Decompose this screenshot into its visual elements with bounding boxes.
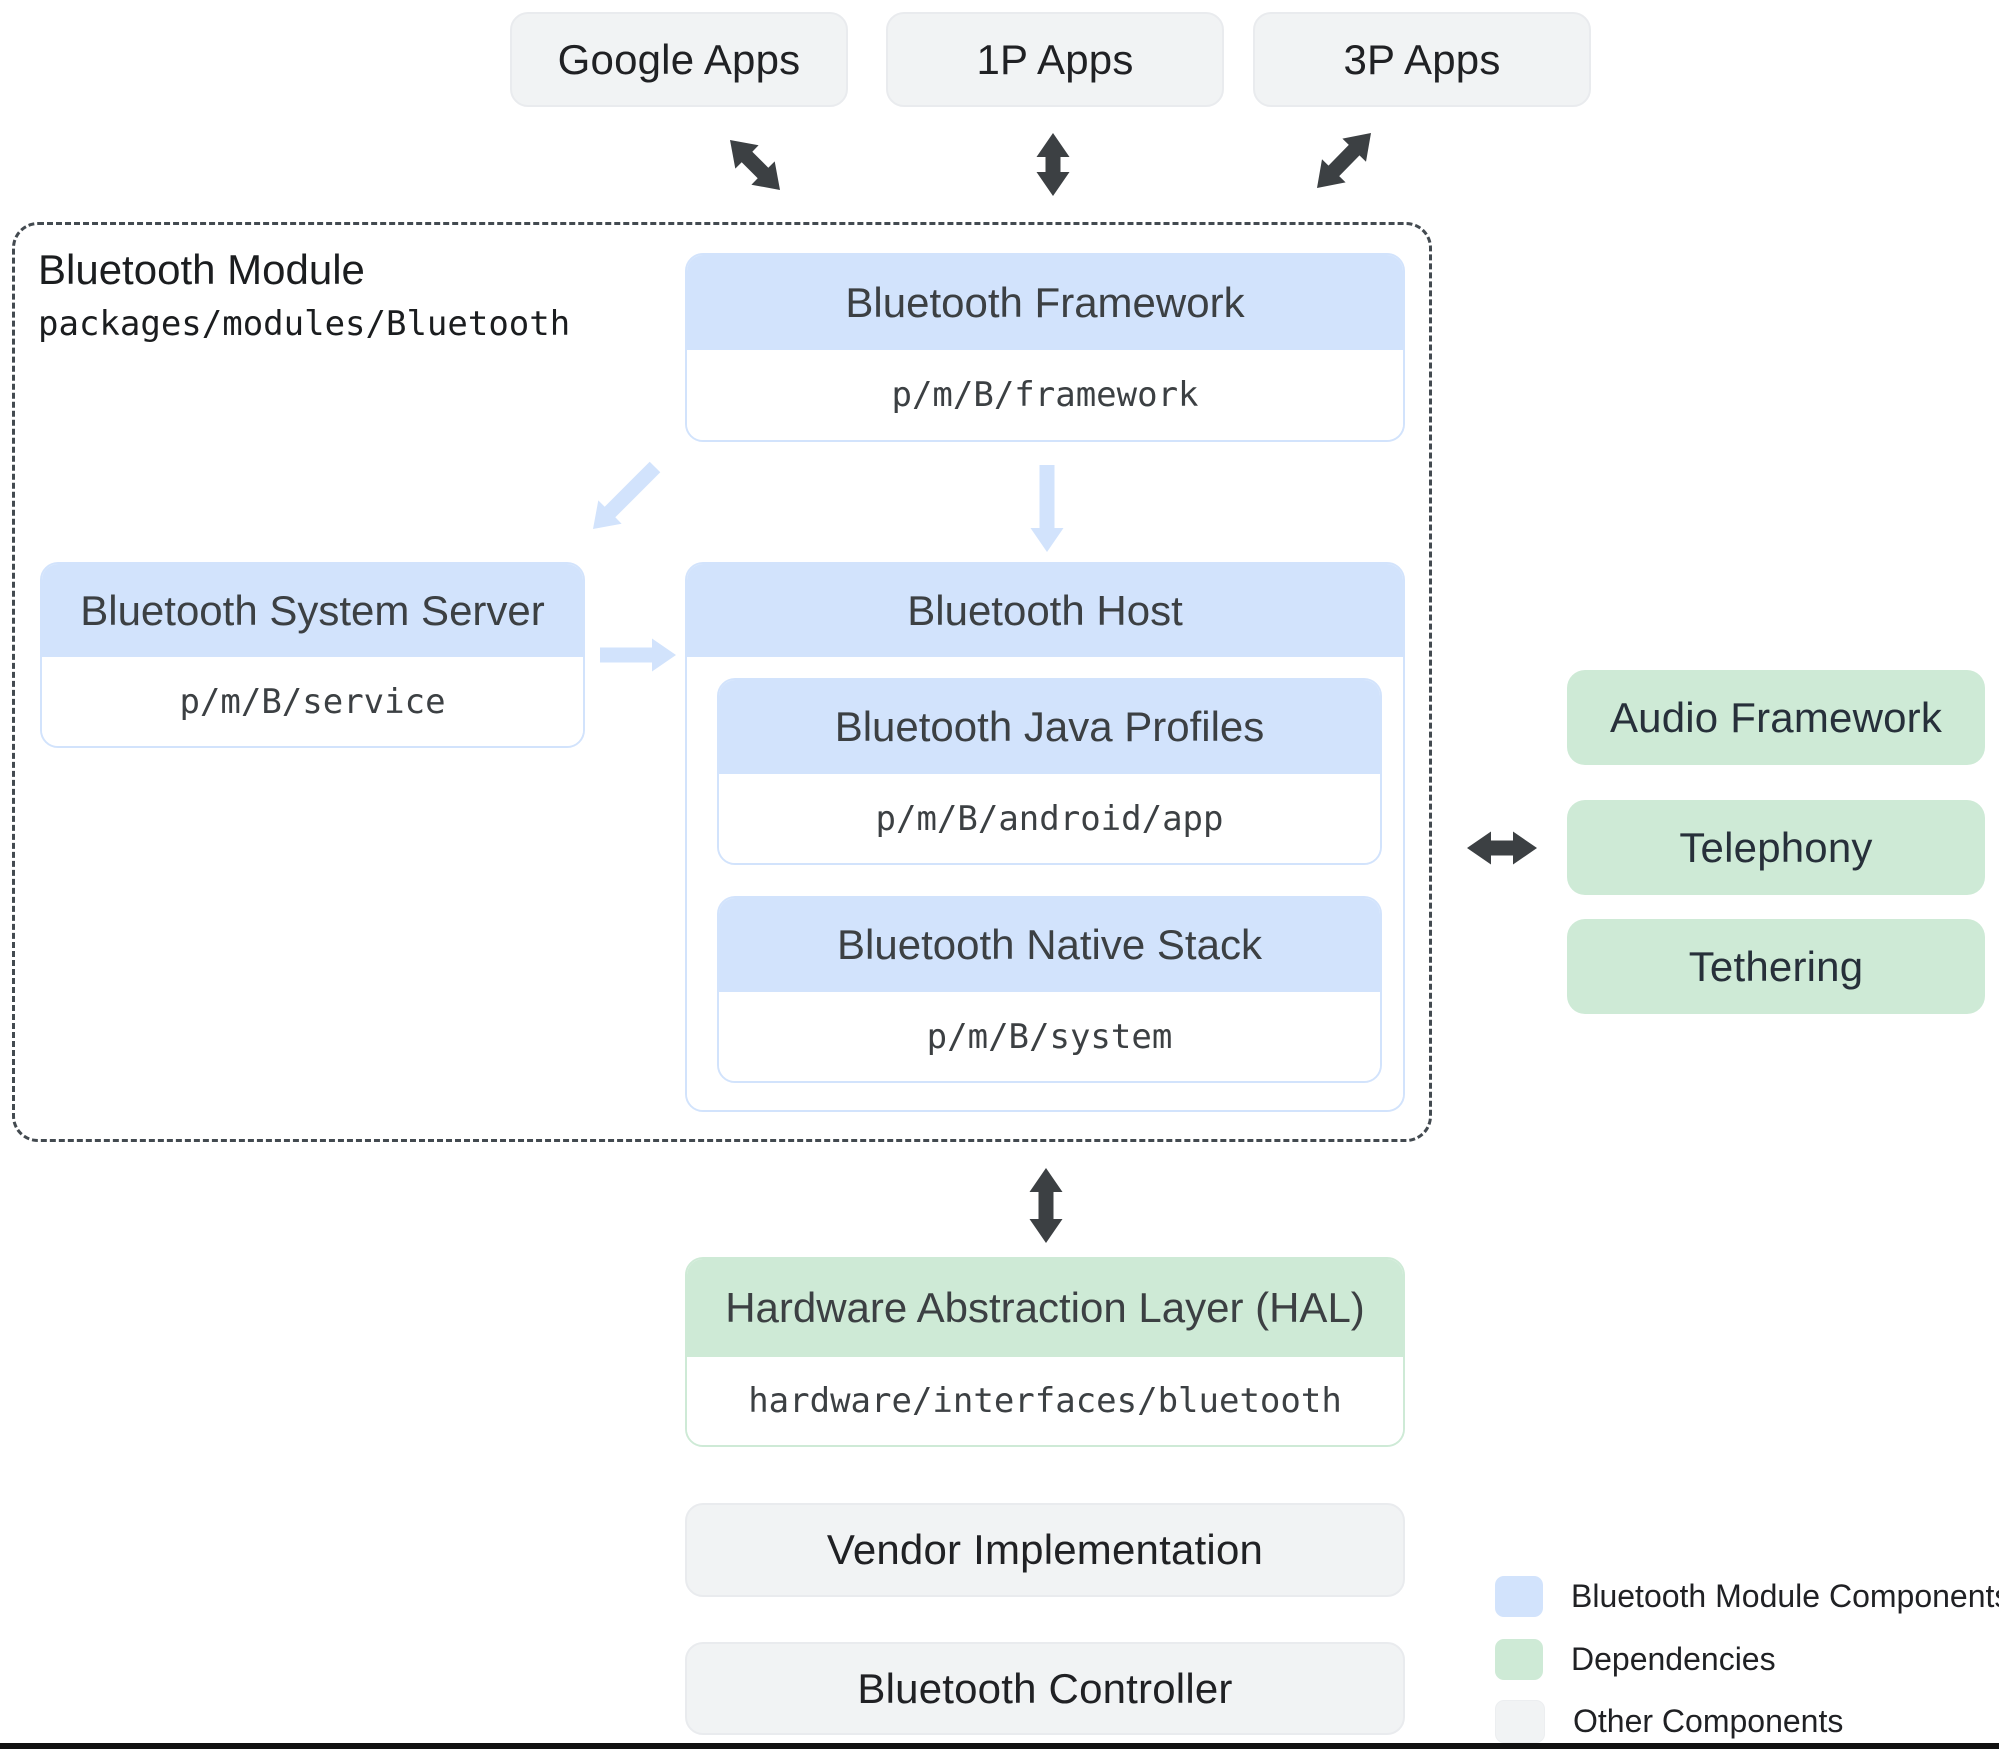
bluetooth-java-profiles-path: p/m/B/android/app [875, 798, 1224, 839]
bluetooth-system-server-box: Bluetooth System Server p/m/B/service [40, 562, 585, 748]
telephony-box: Telephony [1567, 800, 1985, 895]
audio-framework-label: Audio Framework [1609, 693, 1943, 741]
bluetooth-host-title: Bluetooth Host [687, 564, 1403, 657]
bluetooth-framework-title: Bluetooth Framework [687, 255, 1403, 350]
telephony-label: Telephony [1679, 823, 1873, 871]
first-party-apps-label: 1P Apps [976, 35, 1134, 83]
legend-blue-label: Bluetooth Module Components [1571, 1578, 1999, 1614]
hal-box: Hardware Abstraction Layer (HAL) hardwar… [685, 1257, 1405, 1447]
bluetooth-system-server-title: Bluetooth System Server [42, 564, 583, 657]
legend-gray-swatch [1495, 1700, 1545, 1743]
legend-row-module-components: Bluetooth Module Components [1495, 1576, 1999, 1617]
google-apps-box: Google Apps [510, 12, 848, 107]
audio-framework-box: Audio Framework [1567, 670, 1985, 765]
bluetooth-system-server-path: p/m/B/service [179, 681, 446, 722]
legend-gray-label: Other Components [1573, 1703, 1844, 1739]
bidirectional-arrow-google-apps [730, 140, 780, 190]
bidirectional-arrow-module-dependencies [1467, 831, 1537, 865]
bluetooth-module-boundary [12, 222, 1432, 1142]
bluetooth-native-stack-box: Bluetooth Native Stack p/m/B/system [717, 896, 1382, 1083]
legend-row-dependencies: Dependencies [1495, 1639, 1776, 1680]
bidirectional-arrow-module-hal [1029, 1168, 1063, 1243]
bluetooth-java-profiles-title: Bluetooth Java Profiles [719, 680, 1380, 774]
legend-row-other-components: Other Components [1495, 1700, 1843, 1743]
legend-green-label: Dependencies [1571, 1641, 1776, 1677]
legend-green-swatch [1495, 1639, 1543, 1680]
third-party-apps-box: 3P Apps [1253, 12, 1591, 107]
hal-path: hardware/interfaces/bluetooth [748, 1381, 1342, 1421]
bluetooth-framework-path: p/m/B/framework [891, 375, 1199, 415]
bottom-edge-bar [0, 1743, 1999, 1749]
hal-title: Hardware Abstraction Layer (HAL) [687, 1259, 1403, 1357]
bidirectional-arrow-3p-apps [1317, 133, 1371, 188]
legend-blue-swatch [1495, 1576, 1543, 1617]
bluetooth-framework-box: Bluetooth Framework p/m/B/framework [685, 253, 1405, 442]
vendor-implementation-label: Vendor Implementation [826, 1526, 1264, 1573]
tethering-box: Tethering [1567, 919, 1985, 1014]
bluetooth-controller-label: Bluetooth Controller [857, 1664, 1233, 1712]
bluetooth-module-title: Bluetooth Module [38, 246, 365, 293]
bluetooth-native-stack-title: Bluetooth Native Stack [719, 898, 1380, 992]
google-apps-label: Google Apps [557, 35, 801, 83]
bluetooth-native-stack-path: p/m/B/system [926, 1016, 1173, 1057]
tethering-label: Tethering [1688, 942, 1864, 990]
bluetooth-module-path: packages/modules/Bluetooth [38, 304, 571, 344]
first-party-apps-box: 1P Apps [886, 12, 1224, 107]
bluetooth-controller-box: Bluetooth Controller [685, 1642, 1405, 1735]
bidirectional-arrow-1p-apps [1036, 133, 1070, 196]
vendor-implementation-box: Vendor Implementation [685, 1503, 1405, 1597]
bluetooth-java-profiles-box: Bluetooth Java Profiles p/m/B/android/ap… [717, 678, 1382, 865]
third-party-apps-label: 3P Apps [1343, 35, 1501, 83]
